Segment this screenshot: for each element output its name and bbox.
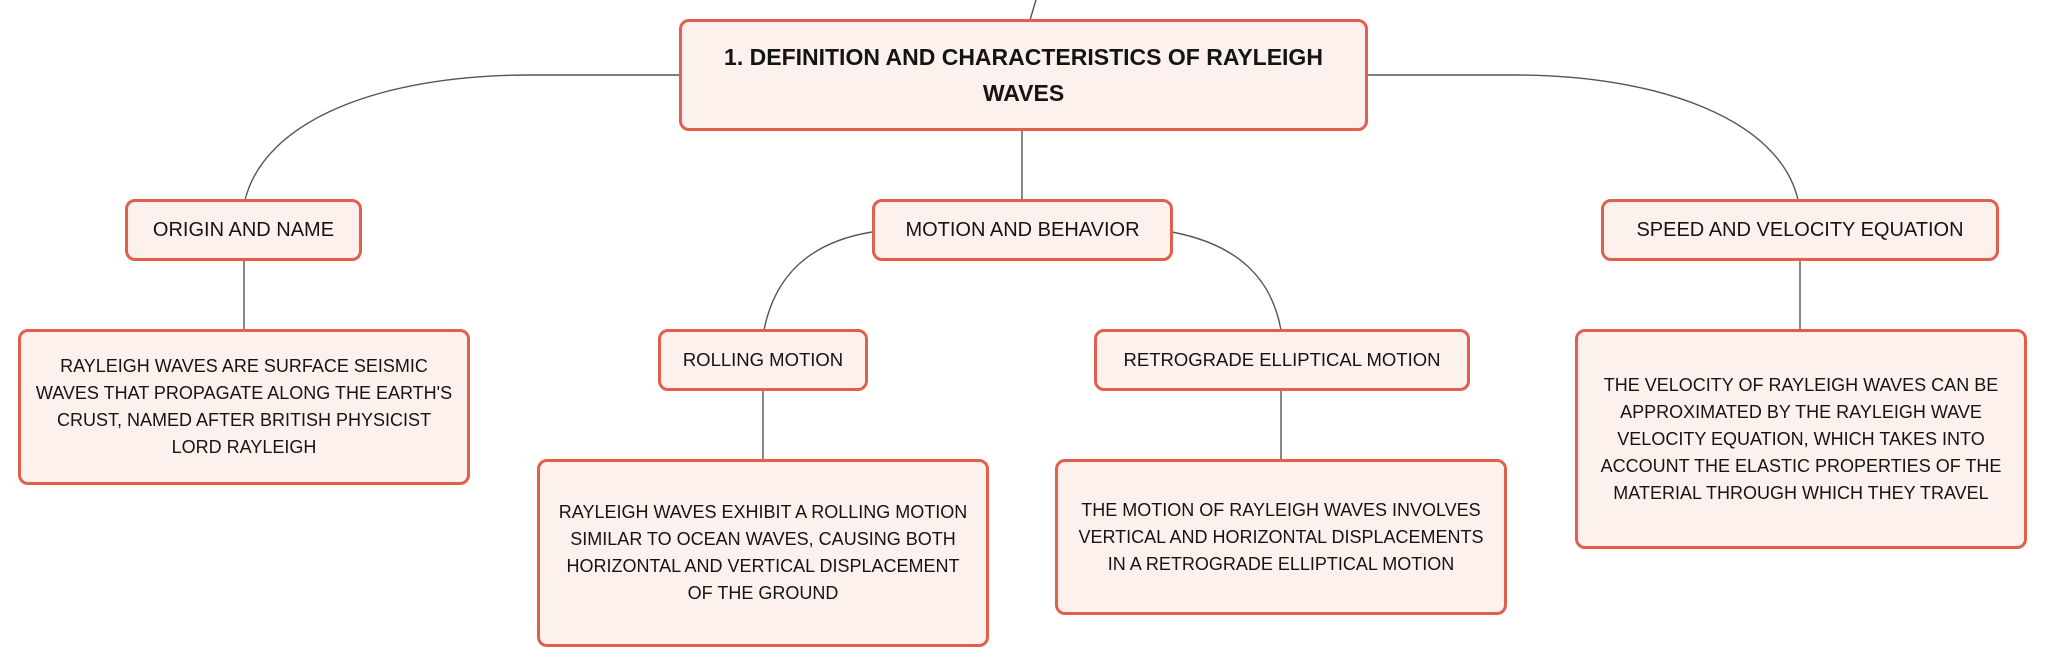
root-topic-label: 1. DEFINITION AND CHARACTERISTICS OF RAY… xyxy=(724,44,1323,106)
topic-speed-and-velocity-equation[interactable]: SPEED AND VELOCITY EQUATION xyxy=(1601,199,1999,261)
connector-motion-rolling xyxy=(763,231,873,331)
rolling-motion-detail[interactable]: RAYLEIGH WAVES EXHIBIT A ROLLING MOTION … xyxy=(537,459,989,647)
subtopic-retrograde-elliptical-motion-label: RETROGRADE ELLIPTICAL MOTION xyxy=(1123,349,1441,370)
speed-detail[interactable]: THE VELOCITY OF RAYLEIGH WAVES CAN BE AP… xyxy=(1575,329,2027,549)
topic-motion-and-behavior-label: MOTION AND BEHAVIOR xyxy=(905,219,1140,241)
topic-motion-and-behavior[interactable]: MOTION AND BEHAVIOR xyxy=(872,199,1173,261)
connector-motion-retrograde xyxy=(1171,231,1282,331)
connector-root-parent xyxy=(1029,0,1037,21)
origin-detail[interactable]: RAYLEIGH WAVES ARE SURFACE SEISMIC WAVES… xyxy=(18,329,470,485)
topic-origin-and-name[interactable]: ORIGIN AND NAME xyxy=(125,199,362,261)
rolling-motion-detail-text: RAYLEIGH WAVES EXHIBIT A ROLLING MOTION … xyxy=(558,502,968,603)
subtopic-rolling-motion-label: ROLLING MOTION xyxy=(682,349,844,370)
subtopic-rolling-motion[interactable]: ROLLING MOTION xyxy=(658,329,868,391)
retrograde-motion-detail-text: THE MOTION OF RAYLEIGH WAVES INVOLVES VE… xyxy=(1078,499,1484,574)
connector-root-speed xyxy=(1366,74,1799,201)
topic-speed-and-velocity-equation-label: SPEED AND VELOCITY EQUATION xyxy=(1636,219,1964,241)
topic-origin-and-name-label: ORIGIN AND NAME xyxy=(152,219,335,241)
root-topic[interactable]: 1. DEFINITION AND CHARACTERISTICS OF RAY… xyxy=(679,19,1368,131)
origin-detail-text: RAYLEIGH WAVES ARE SURFACE SEISMIC WAVES… xyxy=(35,356,453,457)
subtopic-retrograde-elliptical-motion[interactable]: RETROGRADE ELLIPTICAL MOTION xyxy=(1094,329,1470,391)
retrograde-motion-detail[interactable]: THE MOTION OF RAYLEIGH WAVES INVOLVES VE… xyxy=(1055,459,1507,615)
speed-detail-text: THE VELOCITY OF RAYLEIGH WAVES CAN BE AP… xyxy=(1600,374,2002,503)
connector-root-origin xyxy=(244,74,680,201)
